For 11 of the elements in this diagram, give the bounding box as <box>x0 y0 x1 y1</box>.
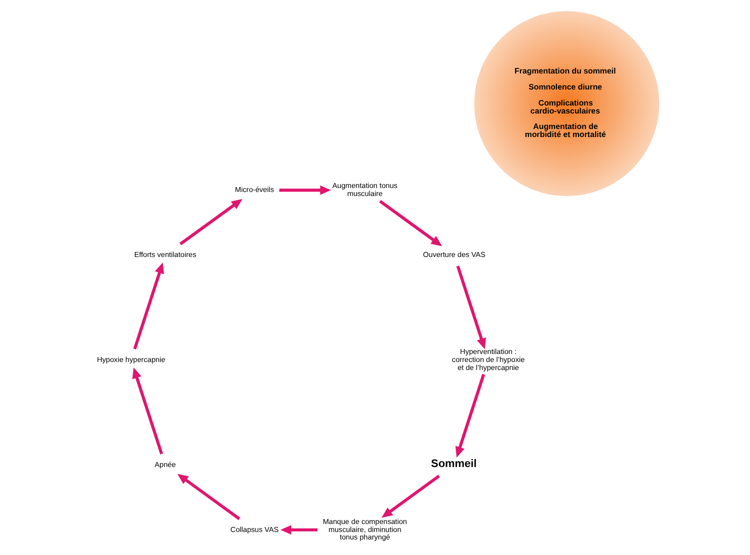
node-text: Sommeil <box>430 458 476 470</box>
arrow <box>132 262 164 350</box>
arrow <box>381 474 440 518</box>
arrow <box>378 200 442 246</box>
arrow <box>132 367 163 454</box>
arrow <box>454 374 485 458</box>
arrow <box>280 525 317 535</box>
arrow <box>178 199 242 246</box>
arrow <box>278 185 331 195</box>
arrow <box>176 474 240 520</box>
arrow <box>456 266 486 350</box>
